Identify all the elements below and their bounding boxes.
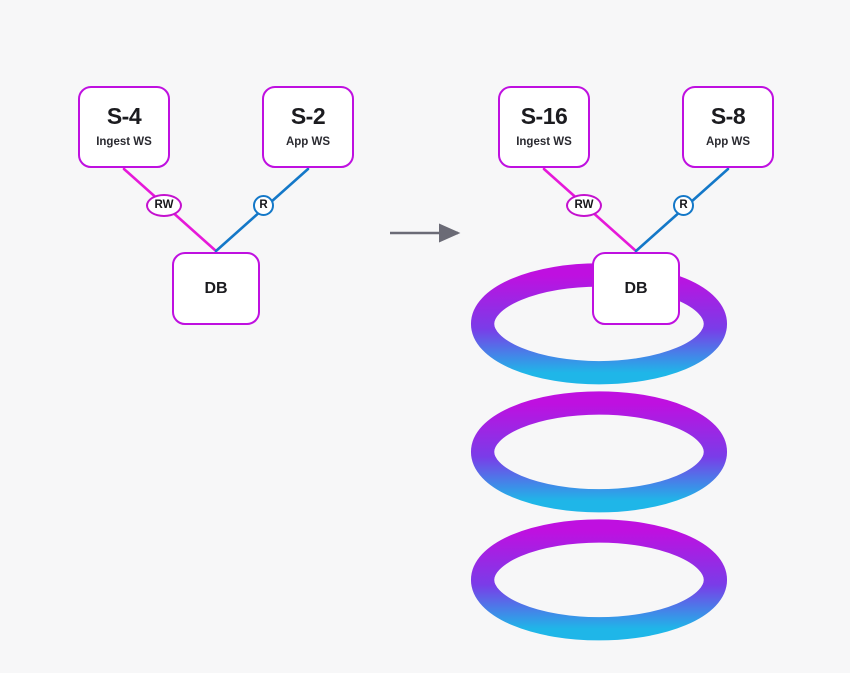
database-cylinder-icon	[594, 254, 850, 673]
node-title: S-8	[710, 103, 746, 130]
node-subtitle: Ingest WS	[96, 136, 152, 149]
diagram-canvas: S-4 Ingest WS S-2 App WS DB RW R S-16	[78, 86, 774, 641]
edge-badge-rw-before[interactable]: RW	[146, 194, 182, 217]
node-app-ws-after[interactable]: S-8 App WS	[682, 86, 774, 168]
node-subtitle: App WS	[705, 136, 751, 149]
edge-badge-r-after[interactable]: R	[673, 195, 694, 216]
edge-badge-rw-after[interactable]: RW	[566, 194, 602, 217]
node-title: S-4	[106, 103, 142, 130]
node-app-ws-before[interactable]: S-2 App WS	[262, 86, 354, 168]
node-database-after[interactable]: DB	[592, 252, 680, 325]
edge-badge-r-before[interactable]: R	[253, 195, 274, 216]
node-title: DB	[204, 279, 228, 297]
node-title: S-16	[520, 103, 568, 130]
node-subtitle: App WS	[285, 136, 331, 149]
node-title: S-2	[290, 103, 326, 130]
node-ingest-ws-before[interactable]: S-4 Ingest WS	[78, 86, 170, 168]
node-subtitle: Ingest WS	[516, 136, 572, 149]
node-ingest-ws-after[interactable]: S-16 Ingest WS	[498, 86, 590, 168]
node-title: DB	[624, 279, 648, 297]
node-database-before[interactable]: DB	[172, 252, 728, 641]
